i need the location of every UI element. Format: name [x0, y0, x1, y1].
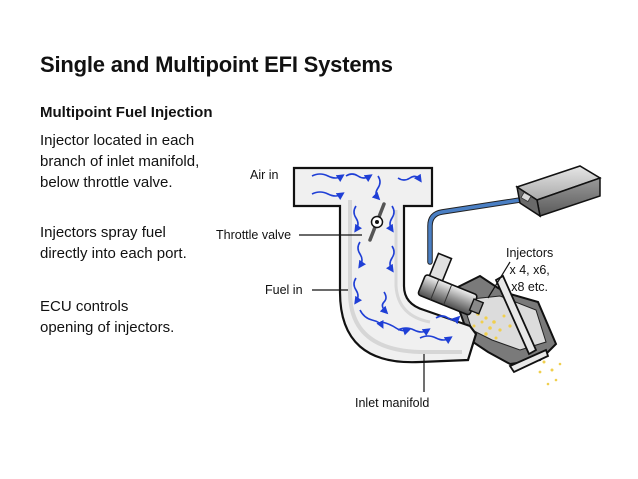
label-pointer-lines: [299, 234, 511, 392]
paragraph-line: Injector located in each: [40, 132, 195, 149]
label-air-in: Air in: [250, 168, 279, 182]
paragraph-injector-location: Injector located in each branch of inlet…: [40, 130, 240, 193]
ecu-box: [515, 165, 602, 218]
inlet-manifold-body: [292, 166, 478, 364]
page-title: Single and Multipoint EFI Systems: [40, 52, 393, 77]
label-fuel-in: Fuel in: [265, 283, 303, 297]
air-flow-arrows: [311, 173, 461, 344]
paragraph-line: ECU controls: [40, 298, 129, 315]
fuel-injector: [417, 252, 485, 316]
label-injectors-line: x8 etc.: [511, 280, 549, 294]
label-injectors: Injectors x 4, x6, x8 etc.: [506, 245, 553, 296]
paragraph-line: below throttle valve.: [40, 174, 173, 191]
label-injectors-line: Injectors: [506, 246, 554, 260]
paragraph-injector-spray: Injectors spray fuel directly into each …: [40, 222, 240, 264]
paragraph-ecu-control: ECU controls opening of injectors.: [40, 296, 240, 338]
paragraph-line: opening of injectors.: [40, 319, 175, 336]
paragraph-line: branch of inlet manifold,: [40, 153, 200, 170]
paragraph-line: directly into each port.: [40, 245, 187, 262]
label-inlet-manifold: Inlet manifold: [355, 396, 430, 410]
paragraph-line: Injectors spray fuel: [40, 224, 166, 241]
section-subtitle: Multipoint Fuel Injection: [40, 104, 213, 121]
throttle-valve: [368, 202, 386, 242]
label-throttle-valve: Throttle valve: [216, 228, 292, 242]
fuel-line: [427, 197, 523, 265]
label-injectors-line: x 4, x6,: [509, 263, 550, 277]
